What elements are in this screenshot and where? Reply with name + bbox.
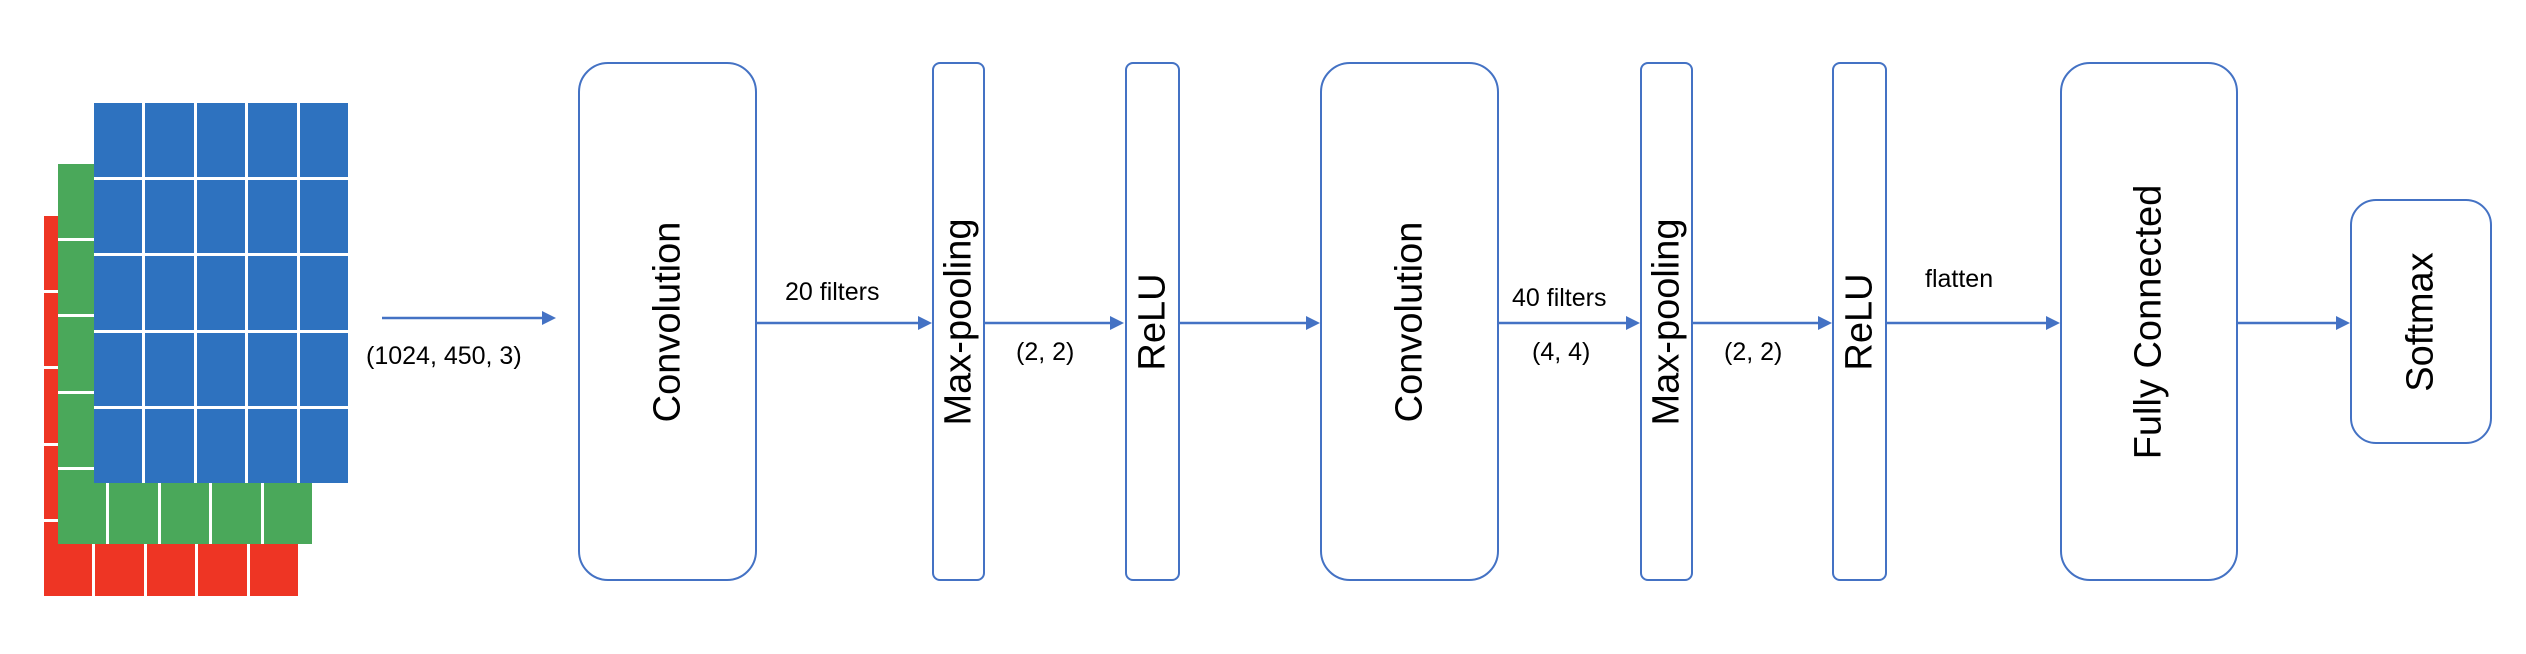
pixel-cell bbox=[145, 409, 194, 483]
pixel-cell bbox=[94, 103, 143, 177]
max-pooling-layer-2-label: Max-pooling bbox=[1645, 218, 1687, 425]
relu-layer-1: ReLU bbox=[1125, 62, 1180, 581]
pixel-cell bbox=[299, 332, 348, 407]
conv1-filters-label: 20 filters bbox=[785, 278, 880, 306]
input-blue-channel bbox=[94, 103, 348, 483]
convolution-layer-2: Convolution bbox=[1320, 62, 1499, 581]
convolution-layer-1-label: Convolution bbox=[646, 221, 688, 422]
softmax-layer: Softmax bbox=[2350, 199, 2492, 444]
arrow-conv2-to-maxpool2 bbox=[1499, 316, 1640, 330]
relu-layer-2-label: ReLU bbox=[1838, 272, 1880, 371]
softmax-layer-label: Softmax bbox=[2399, 251, 2442, 392]
arrow-input-to-conv1 bbox=[382, 311, 556, 325]
pixel-cell bbox=[248, 179, 297, 254]
pixel-cell bbox=[299, 256, 348, 330]
flatten-label: flatten bbox=[1925, 265, 1994, 293]
conv2-kernel-label: (4, 4) bbox=[1532, 338, 1591, 366]
pixel-cell bbox=[145, 332, 194, 407]
arrow-conv1-to-maxpool1 bbox=[757, 316, 932, 330]
relu-layer-1-label: ReLU bbox=[1131, 272, 1173, 371]
pixel-cell bbox=[196, 103, 246, 177]
arrow-maxpool2-to-relu2 bbox=[1693, 316, 1832, 330]
pixel-cell bbox=[196, 256, 246, 330]
pixel-cell bbox=[145, 256, 194, 330]
pixel-cell bbox=[299, 409, 348, 483]
pixel-cell bbox=[94, 256, 143, 330]
conv2-filters-label: 40 filters bbox=[1512, 284, 1607, 312]
pixel-cell bbox=[196, 332, 246, 407]
max-pooling-layer-1-label: Max-pooling bbox=[937, 218, 979, 425]
pixel-cell bbox=[145, 179, 194, 254]
convolution-layer-1: Convolution bbox=[578, 62, 757, 581]
pixel-cell bbox=[196, 179, 246, 254]
max-pooling-layer-1: Max-pooling bbox=[932, 62, 985, 581]
pixel-cell bbox=[196, 409, 246, 483]
fully-connected-layer: Fully Connected bbox=[2060, 62, 2238, 581]
pixel-cell bbox=[145, 103, 194, 177]
convolution-layer-2-label: Convolution bbox=[1388, 221, 1430, 422]
arrow-relu2-to-fc bbox=[1887, 316, 2060, 330]
arrow-relu1-to-conv2 bbox=[1180, 316, 1320, 330]
pool2-size-label: (2, 2) bbox=[1724, 338, 1783, 366]
relu-layer-2: ReLU bbox=[1832, 62, 1887, 581]
pixel-cell bbox=[248, 103, 297, 177]
fully-connected-layer-label: Fully Connected bbox=[2127, 184, 2170, 459]
max-pooling-layer-2: Max-pooling bbox=[1640, 62, 1693, 581]
pool1-size-label: (2, 2) bbox=[1016, 338, 1075, 366]
pixel-cell bbox=[94, 332, 143, 407]
pixel-cell bbox=[248, 256, 297, 330]
pixel-cell bbox=[94, 179, 143, 254]
pixel-cell bbox=[94, 409, 143, 483]
input-shape-label: (1024, 450, 3) bbox=[366, 342, 522, 370]
pixel-cell bbox=[299, 103, 348, 177]
arrow-fc-to-softmax bbox=[2238, 316, 2350, 330]
pixel-cell bbox=[248, 409, 297, 483]
pixel-cell bbox=[248, 332, 297, 407]
pixel-cell bbox=[299, 179, 348, 254]
arrow-maxpool1-to-relu1 bbox=[985, 316, 1124, 330]
